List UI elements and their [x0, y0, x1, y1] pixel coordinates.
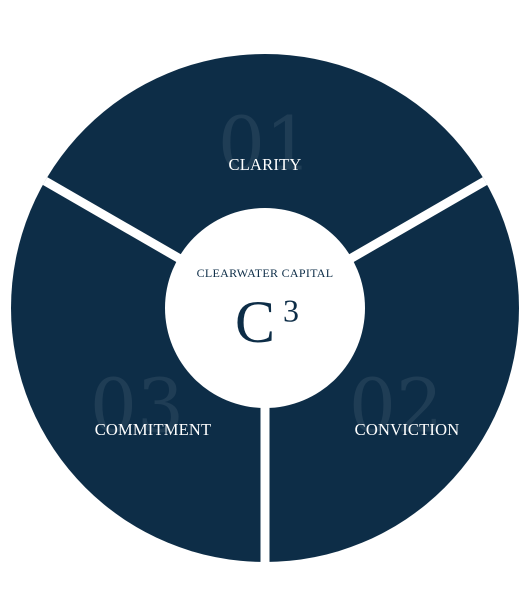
brand-name: CLEARWATER CAPITAL: [197, 266, 334, 280]
segment-label-commitment: COMMITMENT: [95, 420, 212, 439]
segment-label-clarity: CLARITY: [229, 155, 302, 174]
center-circle: [165, 208, 365, 408]
segment-conviction: 02 CONVICTION: [349, 363, 459, 449]
segment-clarity: 01 CLARITY: [218, 101, 312, 187]
segment-number-01: 01: [218, 101, 312, 187]
segment-number-03: 03: [90, 363, 184, 449]
segment-number-02: 02: [349, 363, 443, 449]
segment-commitment: 03 COMMITMENT: [90, 363, 211, 449]
center-hub: CLEARWATER CAPITAL C 3: [165, 208, 365, 408]
brand-mark-superscript: 3: [283, 292, 299, 328]
segment-label-conviction: CONVICTION: [355, 420, 460, 439]
brand-mark: C: [235, 289, 275, 355]
